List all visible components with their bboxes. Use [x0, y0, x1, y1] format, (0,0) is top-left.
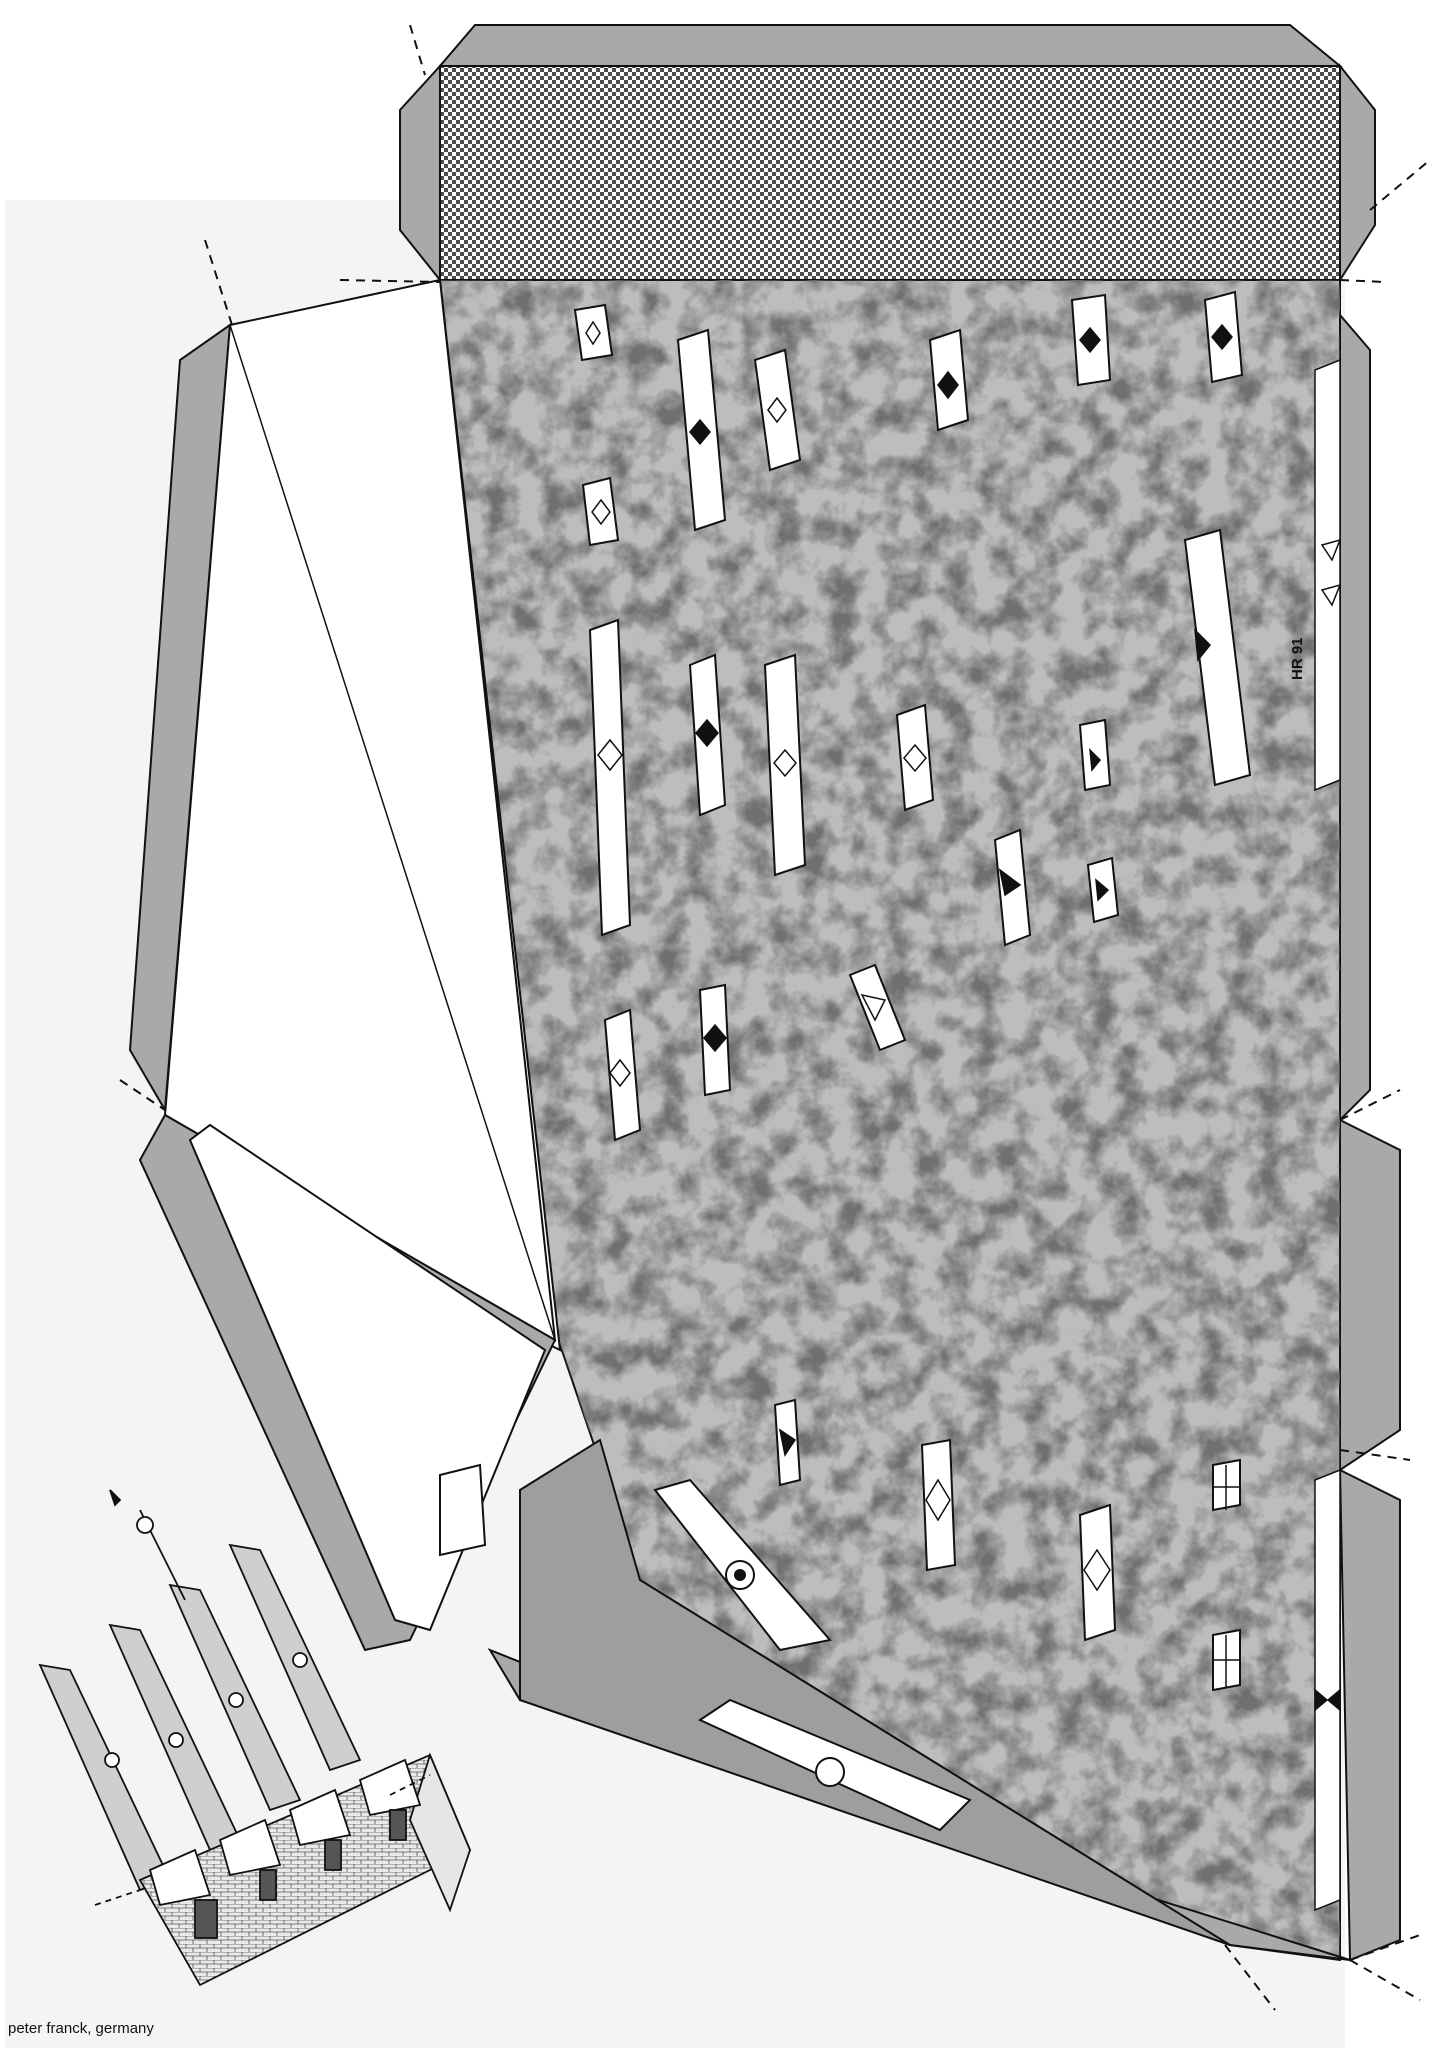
window-ornaments: [585, 320, 1342, 1712]
diamond-ornament: [591, 498, 611, 526]
cross-window-ornament: [1213, 1465, 1240, 1510]
spire-round-window: [292, 1652, 308, 1668]
spire-round-window: [104, 1752, 120, 1768]
fold-line: [1369, 159, 1431, 211]
triangle-ornament: [778, 1428, 797, 1457]
window: [1078, 1503, 1117, 1642]
spire-round-window: [228, 1692, 244, 1708]
building-window: [324, 1839, 342, 1871]
diamond-ornament: [703, 1023, 727, 1053]
roof-piece: [399, 24, 1376, 284]
star-ornament: [925, 1478, 951, 1522]
window: [753, 348, 802, 472]
chevron-ornament: [1320, 538, 1342, 562]
diamond-ornament: [1211, 323, 1233, 351]
floor-round-window: [815, 1757, 845, 1787]
pediment: [288, 1788, 352, 1847]
triangle-ornament: [1194, 627, 1212, 662]
wall-piece: HR 91: [423, 279, 1401, 1962]
fold-line: [1339, 1449, 1411, 1461]
diamond-ornament: [903, 743, 927, 773]
window: [848, 963, 907, 1052]
artist-initials: HR 91: [1289, 637, 1306, 680]
pediment: [358, 1758, 422, 1817]
bowtie-ornament: [1314, 1688, 1329, 1712]
weathervane-orb: [136, 1516, 154, 1534]
diamond-ornament: [1079, 326, 1101, 354]
window: [895, 703, 935, 812]
window: [588, 618, 632, 937]
diamond-ornament: [609, 1058, 631, 1088]
gable-piece: [128, 278, 557, 1652]
fold-line: [1349, 1934, 1421, 1961]
fold-line: [1339, 279, 1386, 283]
star-ornament: [1083, 1548, 1111, 1592]
window-openings: [573, 290, 1252, 1692]
pediment: [218, 1818, 282, 1877]
diamond-ornament: [773, 748, 797, 778]
triangle-ornament: [1089, 747, 1102, 772]
cross-window-ornament: [1213, 1635, 1240, 1688]
diamond-ornament: [695, 718, 719, 748]
fold-indicators: [119, 24, 1431, 2011]
wall-texture: [440, 280, 1340, 1960]
gable-small-tab: [439, 1463, 487, 1557]
fold-line: [339, 279, 441, 283]
wall-right-tab-lower: [1339, 1118, 1401, 1472]
preview-axis: [389, 1774, 431, 1796]
window: [920, 1438, 957, 1572]
window: [581, 476, 620, 547]
fold-line: [1224, 1944, 1276, 2011]
building-window: [259, 1869, 277, 1901]
building-window: [389, 1809, 407, 1841]
diamond-ornament: [585, 320, 601, 346]
gable-fold-line: [229, 324, 556, 1341]
diamond-ornament: [689, 418, 711, 446]
building-door: [194, 1899, 218, 1939]
diamond-ornament: [937, 370, 959, 400]
window: [1183, 528, 1252, 787]
window: [603, 1008, 642, 1142]
chevron-ornament: [1320, 583, 1342, 607]
bowtie-ornament: [1326, 1688, 1341, 1712]
diamond-ornament: [767, 396, 787, 424]
wall-right-tab-upper: [1339, 312, 1371, 1123]
fold-line: [1339, 1089, 1401, 1121]
roof-top-tab: [437, 24, 1343, 67]
spire-round-window: [168, 1732, 184, 1748]
floor-surface: [519, 1438, 1231, 1946]
roof-checker-panel: [439, 65, 1341, 281]
window: [763, 653, 807, 877]
pediment: [148, 1848, 212, 1907]
preview-axis: [94, 1889, 141, 1906]
triangle-ornament: [860, 993, 887, 1022]
floor-round-window-dot: [734, 1569, 746, 1581]
window: [573, 303, 614, 362]
wall-right-strip-top: [1314, 358, 1341, 792]
fold-line: [409, 24, 426, 76]
wall-right-strip-bottom: [1314, 1468, 1341, 1912]
weathervane-arrow: [109, 1489, 122, 1507]
fold-line: [1349, 1959, 1421, 2001]
assembled-building-preview: [38, 1489, 472, 1987]
roof-right-tab: [1339, 63, 1376, 284]
artist-credit: peter franck, germany: [8, 2020, 154, 2037]
triangle-ornament: [998, 868, 1022, 897]
diamond-ornament: [597, 738, 623, 772]
wall-right-tab-bottom: [1338, 1468, 1401, 1962]
triangle-ornament: [1095, 878, 1110, 902]
